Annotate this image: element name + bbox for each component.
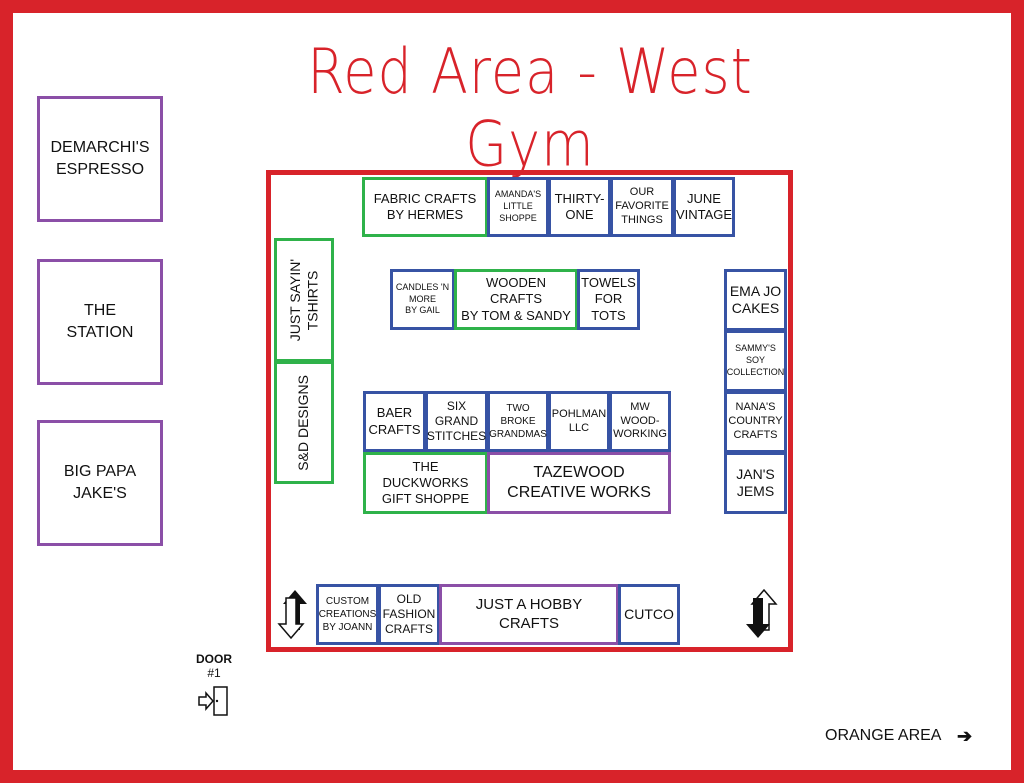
door-label: DOOR xyxy=(196,652,232,666)
booth-sammys-soy-collection[interactable]: SAMMY'S SOY COLLECTION xyxy=(724,330,787,392)
booth-amandas-little-shoppe[interactable]: AMANDA'S LITTLE SHOPPE xyxy=(487,177,549,237)
booth-jans-jems[interactable]: JAN'S JEMS xyxy=(724,452,787,514)
map-title: Red Area - West Gym xyxy=(307,35,753,181)
west-gym-boundary xyxy=(266,170,793,652)
booth-our-favorite-things[interactable]: OUR FAVORITE THINGS xyxy=(610,177,674,237)
booth-duckworks-gift-shoppe[interactable]: THE DUCKWORKS GIFT SHOPPE xyxy=(363,452,488,514)
vendor-demarchis-espresso[interactable]: DEMARCHI'S ESPRESSO xyxy=(37,96,163,222)
booth-sd-designs[interactable]: S&D DESIGNS xyxy=(274,361,334,484)
door-number: #1 xyxy=(207,666,221,680)
booth-old-fashion-crafts[interactable]: OLD FASHION CRAFTS xyxy=(378,584,440,645)
door-entry-icon xyxy=(180,684,248,718)
booth-ema-jo-cakes[interactable]: EMA JO CAKES xyxy=(724,269,787,331)
traffic-arrows-right-icon xyxy=(742,588,782,640)
booth-just-a-hobby-crafts[interactable]: JUST A HOBBY CRAFTS xyxy=(439,584,619,645)
booth-candles-n-more[interactable]: CANDLES 'N MORE BY GAIL xyxy=(390,269,455,330)
vendor-big-papa-jakes[interactable]: BIG PAPA JAKE'S xyxy=(37,420,163,546)
booth-just-sayin-tshirts[interactable]: JUST SAYIN' TSHIRTS xyxy=(274,238,334,362)
booth-fabric-crafts[interactable]: FABRIC CRAFTS BY HERMES xyxy=(362,177,488,237)
door-1: DOOR #1 xyxy=(180,652,248,718)
booth-sd-designs-label: S&D DESIGNS xyxy=(295,374,312,471)
booth-mw-woodworking[interactable]: MW WOOD- WORKING xyxy=(609,391,671,452)
orange-area-link[interactable]: ORANGE AREA xyxy=(825,727,942,744)
booth-wooden-crafts[interactable]: WOODEN CRAFTS BY TOM & SANDY xyxy=(454,269,578,330)
vendor-the-station[interactable]: THE STATION xyxy=(37,259,163,385)
booth-june-vintage[interactable]: JUNE VINTAGE xyxy=(673,177,735,237)
booth-six-grand-stitches[interactable]: SIX GRAND STITCHES xyxy=(425,391,488,452)
booth-two-broke-grandmas[interactable]: TWO BROKE GRANDMAS xyxy=(487,391,549,452)
booth-pohlman-llc[interactable]: POHLMAN LLC xyxy=(548,391,610,452)
booth-tazewood-creative-works[interactable]: TAZEWOOD CREATIVE WORKS xyxy=(487,452,671,514)
booth-thirty-one[interactable]: THIRTY- ONE xyxy=(548,177,611,237)
booth-custom-creations[interactable]: CUSTOM CREATIONS BY JOANN xyxy=(316,584,379,645)
booth-nanas-country-crafts[interactable]: NANA'S COUNTRY CRAFTS xyxy=(724,391,787,453)
traffic-arrows-left-icon xyxy=(276,588,310,640)
arrow-right-icon[interactable]: ➔ xyxy=(957,726,973,746)
booth-baer-crafts[interactable]: BAER CRAFTS xyxy=(363,391,426,452)
booth-just-sayin-label: JUST SAYIN' TSHIRTS xyxy=(286,258,321,342)
booth-towels-for-tots[interactable]: TOWELS FOR TOTS xyxy=(577,269,640,330)
booth-cutco[interactable]: CUTCO xyxy=(618,584,680,645)
